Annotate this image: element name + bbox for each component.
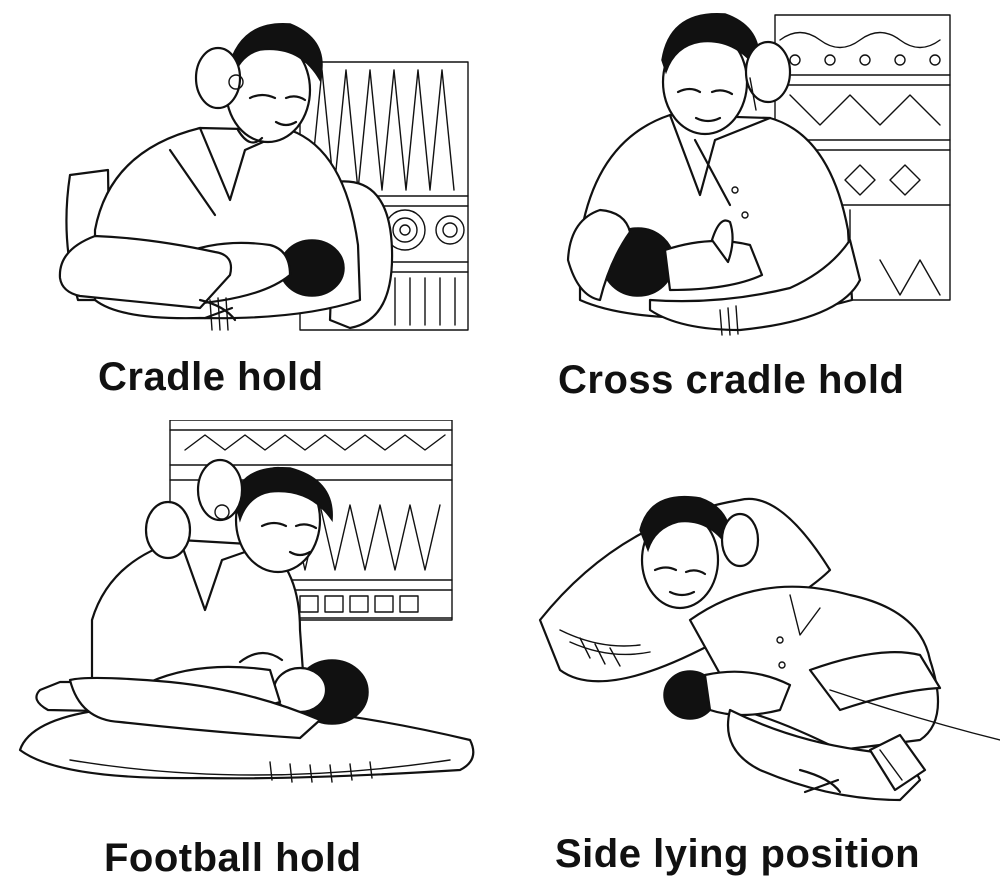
sheet-corner xyxy=(868,733,927,792)
mother-arm xyxy=(68,676,322,740)
panel-football-hold: Football hold xyxy=(0,420,500,885)
baby-body xyxy=(663,239,764,292)
mother-arm xyxy=(808,651,942,712)
panel-side-lying-position: Side lying position xyxy=(500,420,1000,885)
mother-hair xyxy=(227,22,323,83)
caption-football-hold: Football hold xyxy=(104,836,362,880)
mother-arm-left xyxy=(566,208,632,302)
side-lying-position-illustration xyxy=(538,495,1000,802)
panel-cross-cradle-hold: Cross cradle hold xyxy=(500,0,1000,420)
cross-cradle-hold-illustration xyxy=(566,12,951,336)
caption-side-lying-position: Side lying position xyxy=(555,832,921,876)
caption-cross-cradle-hold: Cross cradle hold xyxy=(558,358,905,402)
mother-arm xyxy=(58,234,233,310)
baby-body xyxy=(703,670,792,717)
panel-cradle-hold: Cradle hold xyxy=(0,0,500,420)
cradle-hold-illustration xyxy=(58,22,469,331)
football-hold-illustration xyxy=(18,420,475,783)
mother-hair xyxy=(234,467,333,523)
caption-cradle-hold: Cradle hold xyxy=(98,355,324,399)
mother-arm-right xyxy=(648,238,862,332)
mother-legs xyxy=(726,708,922,802)
